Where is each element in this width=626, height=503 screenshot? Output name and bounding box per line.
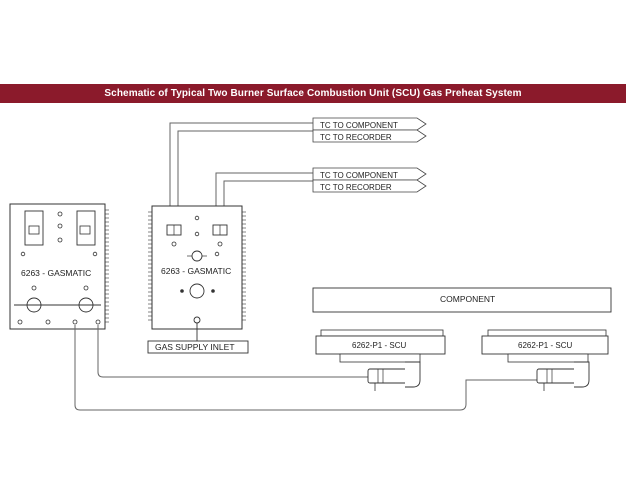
gas-supply-inlet: GAS SUPPLY INLET (147, 323, 249, 354)
burner-2: 6262-P1 - SCU (481, 329, 609, 391)
tc-tag-4: TC TO RECORDER (312, 179, 427, 193)
diagram-title-bar: Schematic of Typical Two Burner Surface … (0, 84, 626, 103)
tc2-component-label: TC TO COMPONENT (320, 171, 398, 180)
tc-tag-3: TC TO COMPONENT (312, 167, 427, 181)
left-panel-label: 6263 - GASMATIC (21, 268, 91, 278)
tc-tag-1: TC TO COMPONENT (312, 117, 427, 131)
center-gasmatic-panel: 6263 - GASMATIC (148, 205, 246, 330)
tc1-recorder-label: TC TO RECORDER (320, 133, 392, 142)
center-panel-label: 6263 - GASMATIC (161, 266, 231, 276)
gas-supply-label: GAS SUPPLY INLET (155, 342, 235, 352)
left-gasmatic-panel: 6263 - GASMATIC (9, 203, 109, 330)
tc-tag-2: TC TO RECORDER (312, 129, 427, 143)
gas-lines (74, 325, 538, 411)
component-block: COMPONENT (312, 287, 612, 313)
burner-1: 6262-P1 - SCU (315, 329, 446, 391)
pressure-gauge (191, 250, 203, 262)
burner-2-label: 6262-P1 - SCU (518, 341, 572, 350)
gas-inlet-port (193, 316, 201, 324)
component-label: COMPONENT (440, 294, 495, 304)
burner-1-label: 6262-P1 - SCU (352, 341, 406, 350)
tc2-recorder-label: TC TO RECORDER (320, 183, 392, 192)
diagram-title: Schematic of Typical Two Burner Surface … (104, 88, 522, 99)
tc1-component-label: TC TO COMPONENT (320, 121, 398, 130)
